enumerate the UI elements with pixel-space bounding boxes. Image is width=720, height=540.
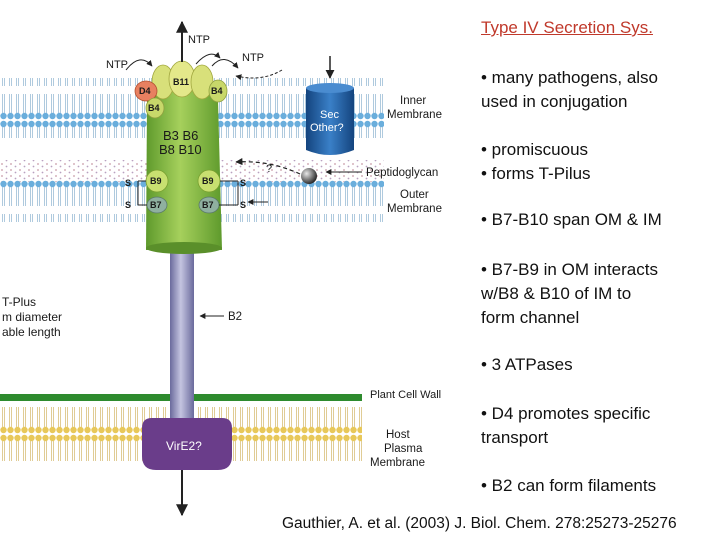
ntp-arrow-right [211, 59, 239, 69]
t-pilus-b2 [170, 245, 194, 430]
ntp-arrow-top [195, 52, 221, 65]
other-label: Other? [310, 122, 344, 134]
core-label-b3-b6: B3 B6 [163, 128, 198, 143]
bullet-line: • B2 can form filaments [481, 476, 657, 495]
bullet-line: w/B8 & B10 of IM to [481, 284, 632, 303]
vire2-label: VirE2? [166, 439, 202, 453]
ntp-arrow-left [125, 59, 153, 71]
bullet-line: • B7-B9 in OM interacts [481, 260, 658, 279]
sec-translocon [306, 88, 354, 155]
bullet-line: • B7-B10 span OM & IM [481, 210, 662, 229]
peptidoglycan-label: Peptidoglycan [366, 167, 438, 179]
ntp-right-label: NTP [242, 52, 264, 64]
tpilus-label: T-Plus [2, 295, 36, 309]
bullet-pathogens: • many pathogens, also used in conjugati… [481, 66, 713, 114]
b4-left-label: B4 [148, 103, 160, 113]
bullet-promiscuous: • promiscuous • forms T-Pilus [481, 138, 713, 186]
b2-label: B2 [228, 311, 242, 323]
bullet-line: • promiscuous [481, 140, 589, 159]
b4-right-subunit [208, 79, 228, 103]
bullet-line: used in conjugation [481, 92, 628, 111]
ntp-left-label: NTP [106, 59, 128, 71]
core-label-b8-b10: B8 B10 [159, 142, 202, 157]
inner-membrane-label: Membrane [387, 109, 442, 121]
outer-membrane-label: Outer [400, 189, 429, 201]
b4-right-label: B4 [211, 86, 223, 96]
s-bond-label: S [240, 200, 246, 210]
tpilus-diameter-label: m diameter [2, 310, 62, 324]
b4-left-subunit [145, 97, 165, 119]
tpilus-length-label: able length [2, 325, 61, 339]
b7-right-label: B7 [202, 200, 214, 210]
bullet-line: form channel [481, 308, 580, 327]
bullet-span: • B7-B10 span OM & IM [481, 208, 713, 232]
plant-cell-wall-label: Plant Cell Wall [370, 389, 441, 401]
host-membrane-label: Host [386, 429, 410, 441]
host-membrane-label: Membrane [370, 457, 425, 469]
bullet-line: • 3 ATPases [481, 355, 573, 374]
b9-left-label: B9 [150, 176, 162, 186]
d4-subunit [134, 80, 158, 102]
bullet-d4: • D4 promotes specific transport [481, 402, 713, 450]
vire2-protein [142, 418, 232, 470]
ntp-arrow-far-right [235, 69, 283, 81]
bullet-line: • many pathogens, also [481, 68, 659, 87]
question-mark: ? [266, 163, 272, 175]
b11-label: B11 [173, 77, 189, 87]
substrate-ball [301, 168, 317, 184]
inner-membrane-label: Inner [400, 95, 426, 107]
s-bond-label: S [240, 178, 246, 188]
bullet-line: transport [481, 428, 549, 447]
substrate-path-arrow [235, 158, 301, 175]
s-bond-label: S [125, 178, 131, 188]
bullet-channel: • B7-B9 in OM interacts w/B8 & B10 of IM… [481, 258, 713, 330]
d4-label: D4 [139, 86, 151, 96]
citation: Gauthier, A. et al. (2003) J. Biol. Chem… [282, 515, 677, 532]
bullet-b2: • B2 can form filaments [481, 474, 713, 498]
b7-left-label: B7 [150, 200, 162, 210]
outer-membrane-label: Membrane [387, 203, 442, 215]
ntp-top-label: NTP [188, 34, 210, 46]
sec-label: Sec [320, 109, 339, 121]
b9-right-label: B9 [202, 176, 214, 186]
bullet-line: • D4 promotes specific [481, 404, 651, 423]
s-bond-label: S [125, 200, 131, 210]
bullet-atpases: • 3 ATPases [481, 353, 713, 377]
slide-title: Type IV Secretion Sys. [481, 18, 653, 37]
host-membrane-label: Plasma [384, 443, 423, 455]
bullet-line: • forms T-Pilus [481, 164, 591, 183]
